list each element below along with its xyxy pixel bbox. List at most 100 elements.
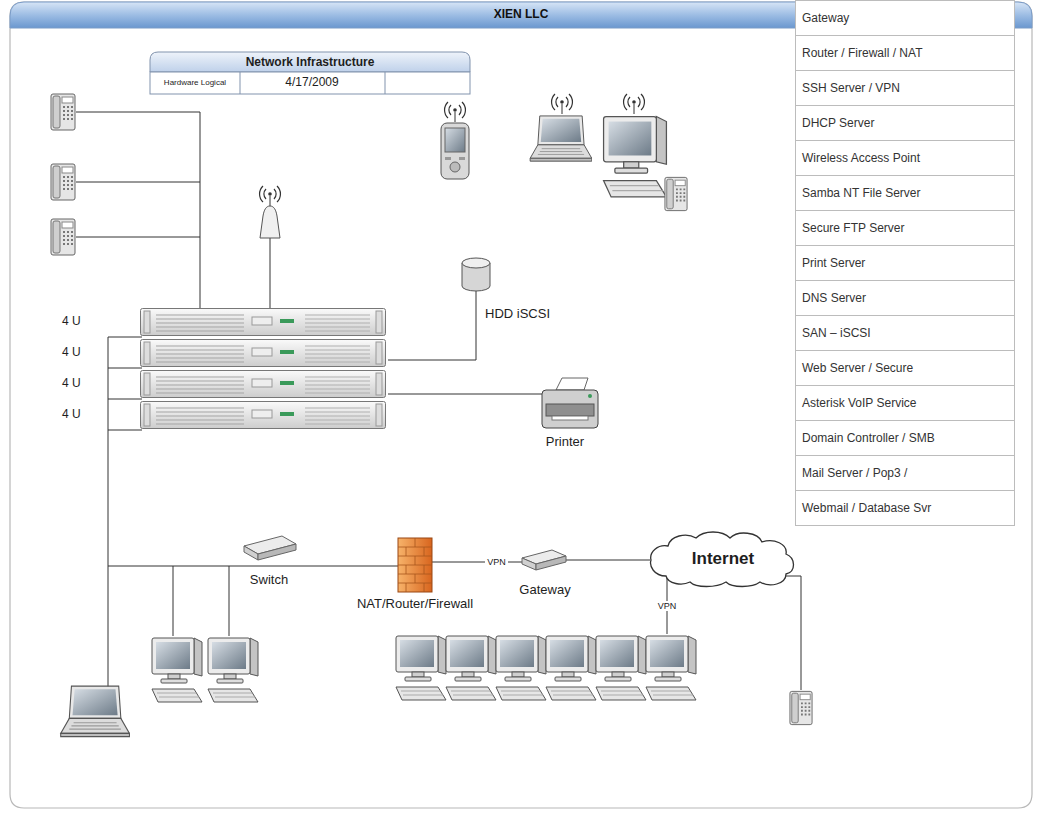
storage-wire <box>476 291 477 326</box>
network-link <box>388 326 476 360</box>
server-art <box>141 309 386 336</box>
text-layer: XIEN LLCVPNGatewayRouter / Firewall / NA… <box>0 0 220 36</box>
header-table-art <box>150 52 470 94</box>
switch-side <box>258 544 296 560</box>
node-label: Switch <box>250 572 288 588</box>
printer-paper <box>556 378 588 390</box>
node-label: NAT/Router/Firewall <box>357 596 473 612</box>
remote-desktop <box>596 636 646 700</box>
page-frame <box>10 2 1032 808</box>
node-label: 4 U <box>62 345 81 359</box>
service-item: Webmail / Database Svr <box>795 490 1015 526</box>
ip-phone <box>51 219 75 255</box>
firewall-router: NAT/Router/Firewall <box>347 534 483 616</box>
service-item: Mail Server / Pop3 / <box>795 455 1015 491</box>
device-signal <box>552 94 573 114</box>
ip-phone <box>51 164 75 200</box>
printer-tray <box>552 416 588 420</box>
node-label: Network Infrastructure <box>246 55 375 69</box>
printer-led <box>588 394 592 398</box>
header-divider <box>240 72 385 94</box>
storage-device: HDD iSCSI <box>455 254 567 326</box>
server-art <box>141 402 386 429</box>
ip-phone <box>51 94 75 130</box>
link-label: VPN <box>485 557 508 568</box>
remote-phone <box>790 691 812 724</box>
network-link <box>388 394 528 395</box>
node-label: Printer <box>546 434 584 450</box>
server-art <box>141 340 386 367</box>
cylinder-top <box>462 258 490 268</box>
remote-desktop <box>546 636 596 700</box>
wires <box>76 112 801 690</box>
remote-desktop <box>446 636 496 700</box>
printer-icon <box>542 378 598 428</box>
firewall-bricks <box>398 538 432 592</box>
remote-desktop <box>646 636 696 700</box>
page-title: XIEN LLC <box>494 7 549 21</box>
header-band <box>150 52 470 72</box>
server-art <box>141 371 386 398</box>
remote-phone-wire <box>780 576 801 690</box>
lan-desktop <box>152 638 202 702</box>
switch-front <box>244 546 258 560</box>
node-label: 4 U <box>62 376 81 390</box>
device-signal <box>445 102 466 122</box>
device-signal <box>624 94 645 114</box>
remote-desktop <box>496 636 546 700</box>
service-item: Router / Firewall / NAT <box>795 35 1015 71</box>
phone-wire <box>76 112 200 308</box>
antenna-signal <box>260 186 281 206</box>
wireless-desktop <box>604 117 667 197</box>
gateway-icon <box>522 550 566 570</box>
node-label: Internet <box>692 549 754 569</box>
node-label: HDD iSCSI <box>485 306 550 322</box>
printer-front <box>546 404 594 416</box>
gateway-device: Gateway <box>510 544 580 600</box>
pda-device <box>441 123 469 179</box>
service-item: SSH Server / VPN <box>795 70 1015 106</box>
lan-laptop <box>61 686 130 736</box>
gateway-front <box>522 558 536 570</box>
node-label: Hardware Logical <box>164 78 226 88</box>
service-item: DNS Server <box>795 280 1015 316</box>
lan-bus <box>108 566 302 636</box>
wireless-laptop <box>530 116 592 161</box>
antenna-wire <box>270 238 271 308</box>
service-item: Asterisk VoIP Service <box>795 385 1015 421</box>
printer-wire <box>528 394 542 395</box>
server-unit: 4 U <box>58 308 388 336</box>
service-item: Gateway <box>795 0 1015 36</box>
gateway-side <box>536 556 566 570</box>
service-item: DHCP Server <box>795 105 1015 141</box>
node-label: Gateway <box>519 582 570 598</box>
ip-phone <box>665 177 687 210</box>
node-layer: Network InfrastructureHardware Logical4/… <box>0 0 330 82</box>
switch-icon <box>244 536 296 560</box>
printer-body <box>542 390 598 428</box>
service-item: Print Server <box>795 245 1015 281</box>
wireless-antenna <box>260 206 280 238</box>
printer: Printer <box>528 378 602 454</box>
server-unit: 4 U <box>58 370 388 398</box>
header-row <box>150 72 470 94</box>
service-item: Web Server / Secure <box>795 350 1015 386</box>
link-label: VPN <box>656 601 679 612</box>
service-item: Samba NT File Server <box>795 175 1015 211</box>
service-item: Domain Controller / SMB <box>795 420 1015 456</box>
node-label: 4 U <box>62 407 81 421</box>
remote-desktop <box>396 636 446 700</box>
network-switch: Switch <box>236 532 302 590</box>
node-label: 4/17/2009 <box>285 75 338 89</box>
rack-bus <box>108 337 142 688</box>
service-item: SAN – iSCSI <box>795 315 1015 351</box>
hdd-cylinder <box>462 258 490 291</box>
firewall-icon <box>398 538 432 592</box>
lan-desktop <box>208 638 258 702</box>
service-item: Wireless Access Point <box>795 140 1015 176</box>
cloud-shape <box>651 532 794 587</box>
network-link <box>580 560 650 561</box>
network-link <box>302 566 347 567</box>
service-item: Secure FTP Server <box>795 210 1015 246</box>
